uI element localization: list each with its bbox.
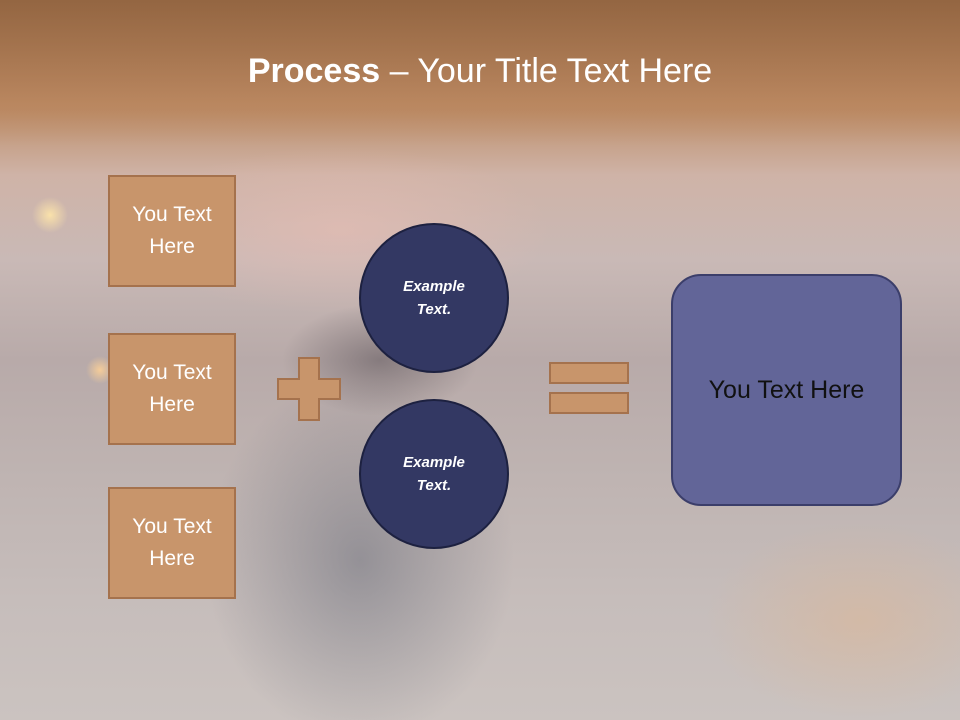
plus-icon	[277, 357, 341, 421]
header-band	[0, 0, 960, 145]
example-circle-2: Example Text.	[359, 399, 509, 549]
title-strong: Process	[247, 52, 381, 90]
circle-label: Example Text.	[403, 278, 465, 318]
result-box: You Text Here	[671, 274, 902, 506]
equals-icon	[549, 362, 629, 414]
text-box-label: You Text Here	[132, 203, 212, 258]
slide-title: Process – Your Title Text Here	[0, 52, 960, 91]
title-rest: – Your Title Text Here	[380, 52, 713, 90]
text-box-label: You Text Here	[132, 515, 212, 570]
text-box-2: You Text Here	[108, 333, 236, 445]
circle-label: Example Text.	[403, 454, 465, 494]
example-circle-1: Example Text.	[359, 223, 509, 373]
text-box-3: You Text Here	[108, 487, 236, 599]
text-box-label: You Text Here	[132, 361, 212, 416]
result-label: You Text Here	[708, 375, 865, 404]
text-box-1: You Text Here	[108, 175, 236, 287]
